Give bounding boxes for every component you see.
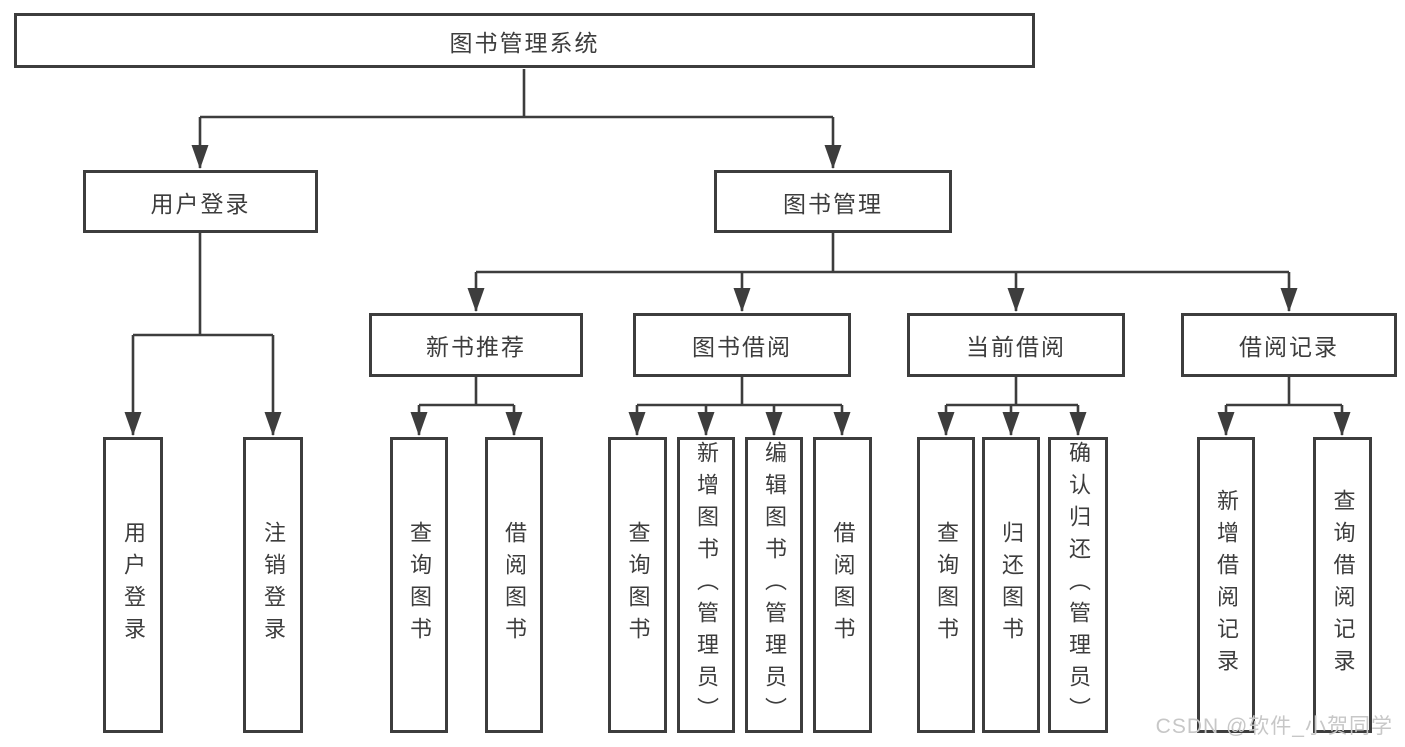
leaf-label: 新增图书（管理员）: [694, 441, 719, 729]
node-query-books-recommend: 查询图书: [390, 437, 448, 733]
node-borrow-books-recommend: 借阅图书: [485, 437, 543, 733]
node-current-borrowing: 当前借阅: [907, 313, 1125, 377]
leaf-label: 注销登录: [261, 521, 286, 649]
node-label: 图书借阅: [692, 334, 792, 360]
node-query-borrow-record: 查询借阅记录: [1313, 437, 1372, 733]
node-add-books-admin: 新增图书（管理员）: [677, 437, 735, 733]
node-borrowing-records: 借阅记录: [1181, 313, 1397, 377]
node-label: 新书推荐: [426, 334, 526, 360]
leaf-label: 查询借阅记录: [1330, 489, 1356, 681]
leaf-label: 编辑图书（管理员）: [762, 441, 787, 729]
leaf-label: 归还图书: [999, 521, 1024, 649]
node-edit-books-admin: 编辑图书（管理员）: [745, 437, 803, 733]
node-library-management-system: 图书管理系统: [14, 13, 1035, 68]
node-logout-login: 注销登录: [243, 437, 303, 733]
node-label: 用户登录: [150, 190, 251, 217]
node-label: 当前借阅: [966, 334, 1066, 360]
leaf-label: 新增借阅记录: [1214, 489, 1239, 681]
leaf-label: 确认归还（管理员）: [1066, 441, 1091, 729]
leaf-label: 查询图书: [407, 521, 432, 649]
leaf-label: 借阅图书: [502, 521, 527, 649]
leaf-label: 用户登录: [121, 521, 146, 649]
node-confirm-return-admin: 确认归还（管理员）: [1048, 437, 1108, 733]
leaf-label: 借阅图书: [830, 521, 856, 649]
node-user-login: 用户登录: [83, 170, 318, 233]
node-return-books: 归还图书: [982, 437, 1040, 733]
node-label: 图书管理: [783, 190, 883, 217]
node-user-login-leaf: 用户登录: [103, 437, 163, 733]
node-query-books-borrowing: 查询图书: [608, 437, 667, 733]
node-book-management: 图书管理: [714, 170, 952, 233]
node-query-books-current: 查询图书: [917, 437, 975, 733]
node-add-borrow-record: 新增借阅记录: [1197, 437, 1255, 733]
csdn-watermark: CSDN @软件_小贺同学: [1155, 715, 1393, 738]
node-label: 借阅记录: [1239, 334, 1339, 360]
leaf-label: 查询图书: [934, 521, 959, 649]
leaf-label: 查询图书: [625, 521, 651, 649]
node-borrow-books-borrowing: 借阅图书: [813, 437, 872, 733]
node-label: 图书管理系统: [449, 29, 600, 56]
node-book-borrowing: 图书借阅: [633, 313, 851, 377]
node-new-book-recommendation: 新书推荐: [369, 313, 583, 377]
